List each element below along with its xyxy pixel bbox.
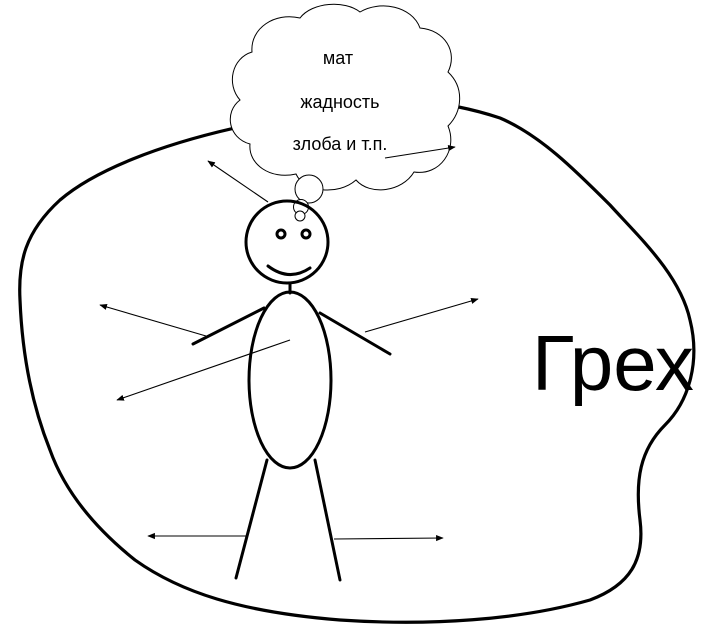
arrow-left-upper	[99, 303, 207, 337]
figure-smile	[266, 264, 312, 276]
sin-label: Грех	[532, 319, 694, 407]
sin-region-outline	[18, 100, 696, 624]
figure-head	[244, 199, 330, 285]
arrow-up-right	[384, 145, 456, 159]
arrow-right-bottom	[333, 534, 444, 542]
thought-line-1: мат	[323, 48, 353, 68]
thought-line-3: злоба и т.п.	[293, 134, 388, 154]
figure-leg-right	[313, 458, 342, 582]
thought-line-2: жадность	[300, 92, 379, 112]
figure-torso	[247, 290, 333, 470]
figure-arm-left	[191, 306, 266, 346]
figure-eye-left	[275, 228, 287, 240]
stick-figure	[191, 199, 392, 582]
arrow-up-left	[207, 160, 269, 203]
arrow-right-upper	[364, 297, 479, 333]
thought-cloud: мат жадность злоба и т.п.	[229, 3, 461, 222]
figure-arm-right	[318, 311, 392, 356]
arrows	[99, 145, 479, 542]
figure-eye-right	[300, 228, 312, 240]
figure-leg-left	[234, 458, 269, 580]
arrow-left-lower	[116, 339, 291, 401]
